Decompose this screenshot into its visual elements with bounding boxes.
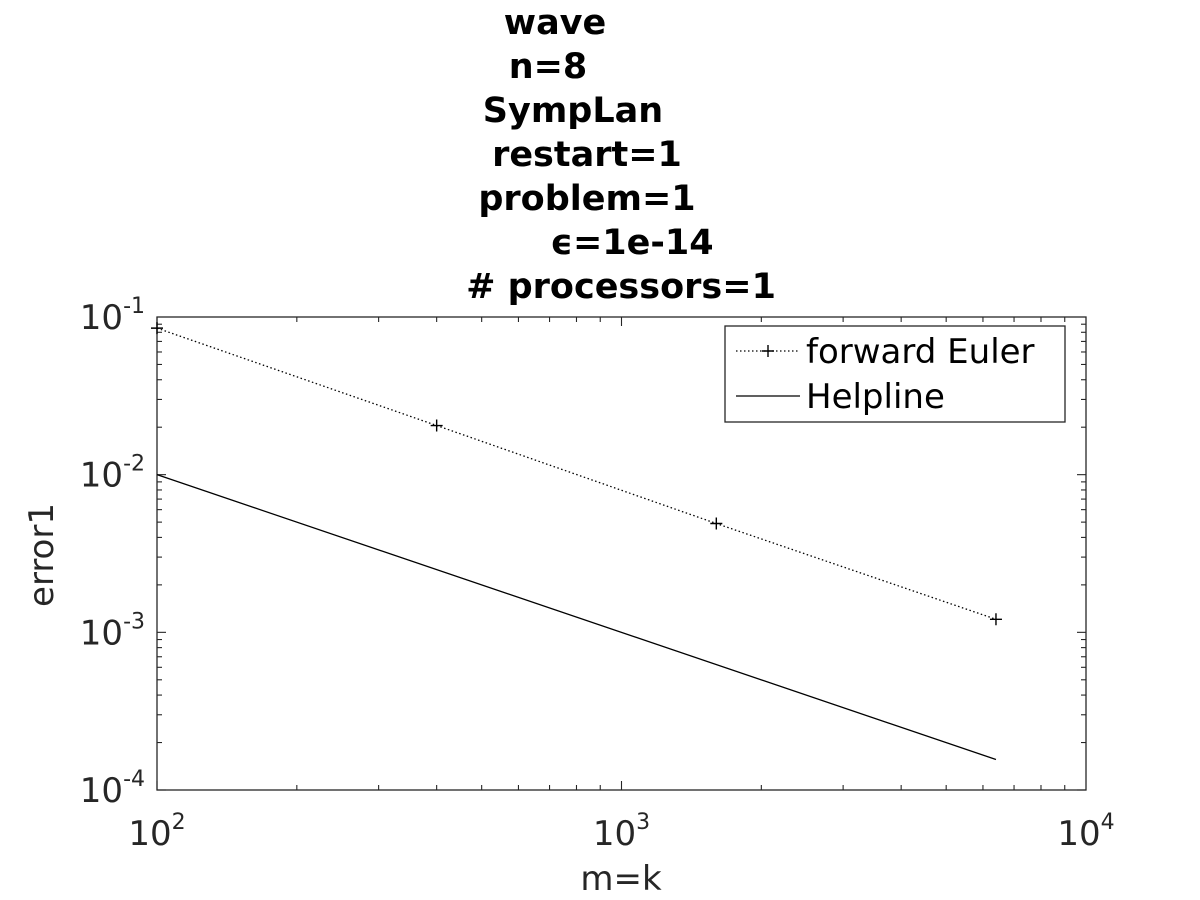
x-axis-label: m=k [580, 859, 662, 899]
legend-label-helpline: Helpline [806, 377, 945, 417]
y-axis-label: error1 [22, 503, 62, 607]
data-point-forward-euler [989, 613, 1002, 626]
series-line-forward-euler [156, 327, 997, 620]
series-line-helpline [156, 474, 997, 761]
title-line-4: problem=1 [478, 179, 695, 219]
x-tick-label: 103 [593, 810, 650, 854]
data-point-forward-euler [151, 322, 163, 335]
data-point-forward-euler [430, 419, 443, 432]
legend-box [724, 325, 1066, 423]
title-line-5: ϵ=1e-14 [550, 223, 713, 263]
y-tick-label: 10-3 [80, 609, 145, 653]
data-point-forward-euler [710, 517, 723, 530]
x-tick-labels: 102 103 104 [128, 810, 1114, 854]
x-tick-label: 104 [1057, 810, 1114, 854]
legend: forward Euler Helpline [724, 325, 1066, 423]
title-line-6: # processors=1 [466, 267, 776, 307]
y-tick-labels: 10-1 10-2 10-3 10-4 [80, 294, 145, 811]
legend-label-forward-euler: forward Euler [806, 332, 1035, 372]
title-line-3: restart=1 [492, 135, 682, 175]
legend-marker-forward-euler [762, 345, 774, 357]
series-layer [151, 322, 1002, 761]
x-tick-label: 102 [128, 810, 185, 854]
y-tick-label: 10-4 [80, 767, 145, 811]
title-line-2: SympLan [483, 91, 663, 131]
title-line-0: wave [504, 3, 607, 43]
chart-title: waven=8SympLanrestart=1problem=1ϵ=1e-14#… [466, 3, 776, 307]
title-line-1: n=8 [509, 47, 588, 87]
y-tick-label: 10-1 [80, 294, 145, 338]
y-tick-label: 10-2 [80, 452, 145, 496]
axis-ticks [156, 317, 1086, 791]
